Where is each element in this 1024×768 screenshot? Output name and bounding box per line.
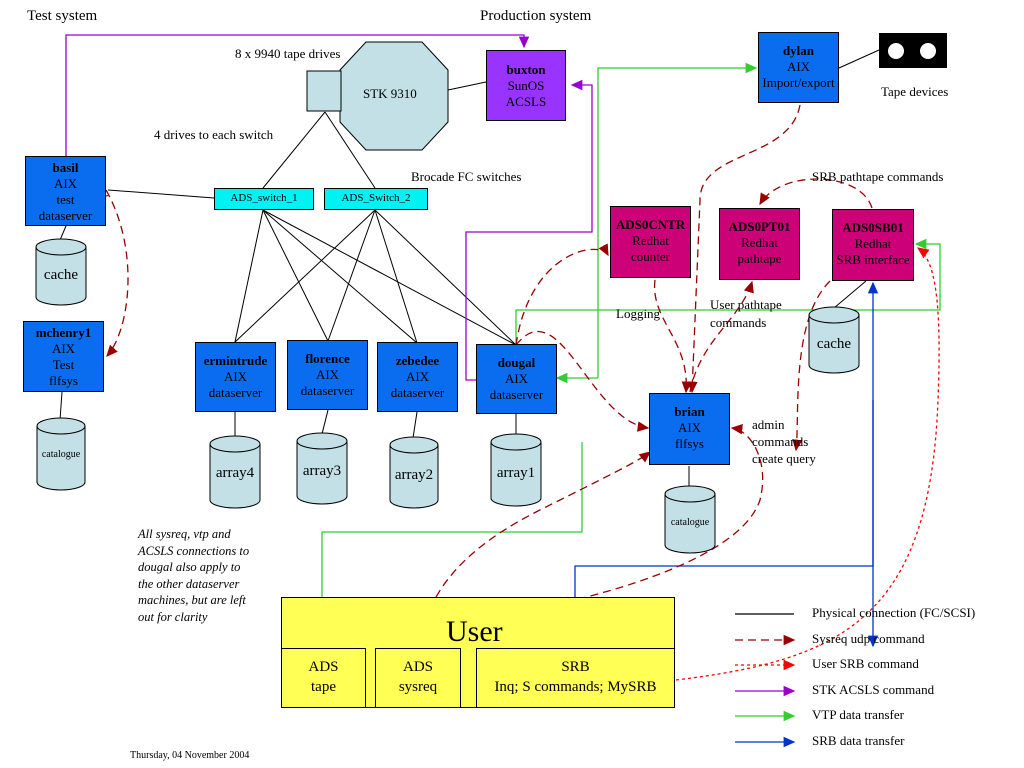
storage-cylinders [35, 238, 860, 554]
mchenry-catalogue-cylinder [36, 417, 86, 491]
admin-label-2: commands [752, 434, 809, 449]
physical-connections [59, 49, 880, 487]
user-pathtape-label-2: commands [710, 315, 767, 330]
array4-label: array4 [215, 465, 255, 481]
admin-label-3: create query [752, 451, 816, 466]
user-title: User [446, 615, 503, 648]
tape-drives-label: 8 x 9940 tape drives [235, 46, 341, 61]
legend-sysreq: Sysreq udp command [812, 631, 925, 646]
legend-vtp: VTP data transfer [812, 707, 904, 722]
user-srb-connections [675, 247, 940, 681]
mchenry-catalogue-label: catalogue [41, 449, 81, 460]
switch-2: ADS_Switch_2 [324, 188, 428, 210]
drives-per-switch-label: 4 drives to each switch [154, 127, 274, 142]
legend-stk-acsls: STK ACSLS command [812, 682, 935, 697]
legend-user-srb: User SRB command [812, 656, 919, 671]
logging-label: Logging [616, 306, 661, 321]
sb-cache-cylinder [808, 306, 860, 374]
array3-label: array3 [302, 463, 342, 479]
srb-pathtape-label: SRB pathtape commands [812, 169, 944, 184]
sb-cache-label: cache [816, 336, 852, 352]
brian-catalogue-cylinder [664, 485, 716, 554]
vtp-connections [316, 62, 941, 650]
array1-label: array1 [496, 465, 536, 481]
user-pathtape-label-1: User pathtape [710, 297, 782, 312]
array2-cylinder [389, 436, 439, 509]
switch-1: ADS_switch_1 [214, 188, 314, 210]
brian-catalogue-label: catalogue [670, 517, 710, 528]
array1-cylinder [490, 433, 542, 507]
legend-lines [735, 613, 796, 748]
array2-label: array2 [394, 467, 434, 483]
sysreq-connections [97, 104, 873, 647]
legend-srb-data: SRB data transfer [812, 733, 905, 748]
tape-drive-unit [306, 70, 342, 112]
brocade-label: Brocade FC switches [411, 169, 522, 184]
stk-acsls-connections [65, 34, 593, 381]
basil-cache-label: cache [43, 267, 79, 283]
array4-cylinder [209, 435, 261, 509]
basil-cache-cylinder [35, 238, 87, 306]
test-system-heading: Test system [27, 8, 98, 24]
stk-silo-label: STK 9310 [363, 86, 417, 101]
tape-devices-label: Tape devices [881, 84, 949, 99]
array3-cylinder [296, 432, 348, 505]
legend-physical: Physical connection (FC/SCSI) [812, 605, 976, 620]
production-system-heading: Production system [480, 8, 592, 24]
footer-date: Thursday, 04 November 2004 [130, 750, 250, 761]
admin-label-1: admin [752, 417, 785, 432]
